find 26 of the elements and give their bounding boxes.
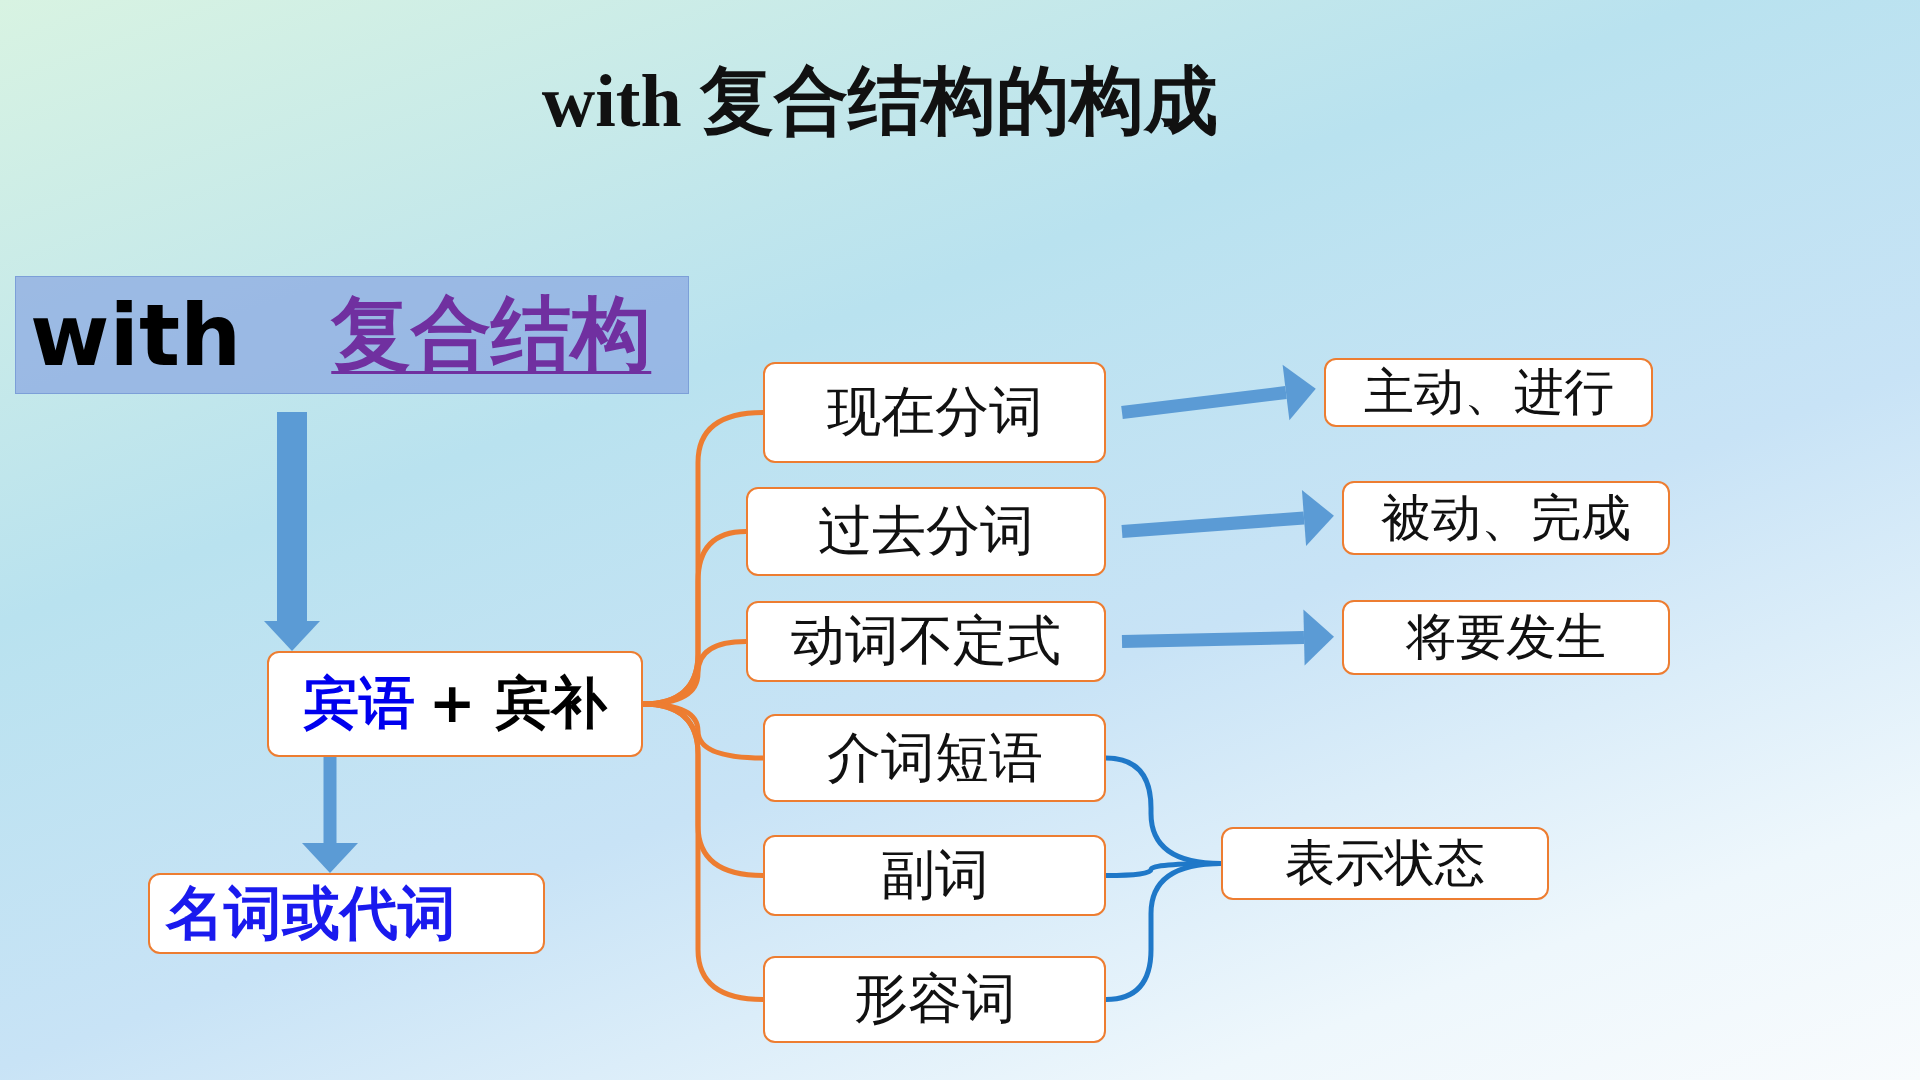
arrow [302,757,358,873]
brace [642,639,747,707]
term-box: 介词短语 [763,714,1106,802]
term-box: 动词不定式 [746,601,1106,682]
term-text: 宾语 [302,669,415,737]
brace [642,701,764,1002]
term-box: 过去分词 [746,487,1106,576]
term-box: 主动、进行 [1324,358,1653,427]
term-text: + 宾补 [428,669,608,737]
term-box: 形容词 [763,956,1106,1043]
arrow [1121,609,1334,666]
arrow [264,412,320,651]
term-box: 现在分词 [763,362,1106,463]
header-word: with [30,285,242,385]
term-box [267,651,643,757]
title: with 复合结构的构成 [540,59,1220,144]
arrow [1121,490,1334,546]
header-box [15,276,689,394]
arrow [1121,364,1316,421]
header-link: 复合结构 [331,286,652,382]
term-box: 表示状态 [1221,827,1549,900]
brace [1105,861,1222,1002]
term-box: 将要发生 [1342,600,1670,675]
term-box: 名词或代词 [148,873,545,954]
term-box: 副词 [763,835,1106,916]
term-box: 被动、完成 [1342,481,1670,555]
